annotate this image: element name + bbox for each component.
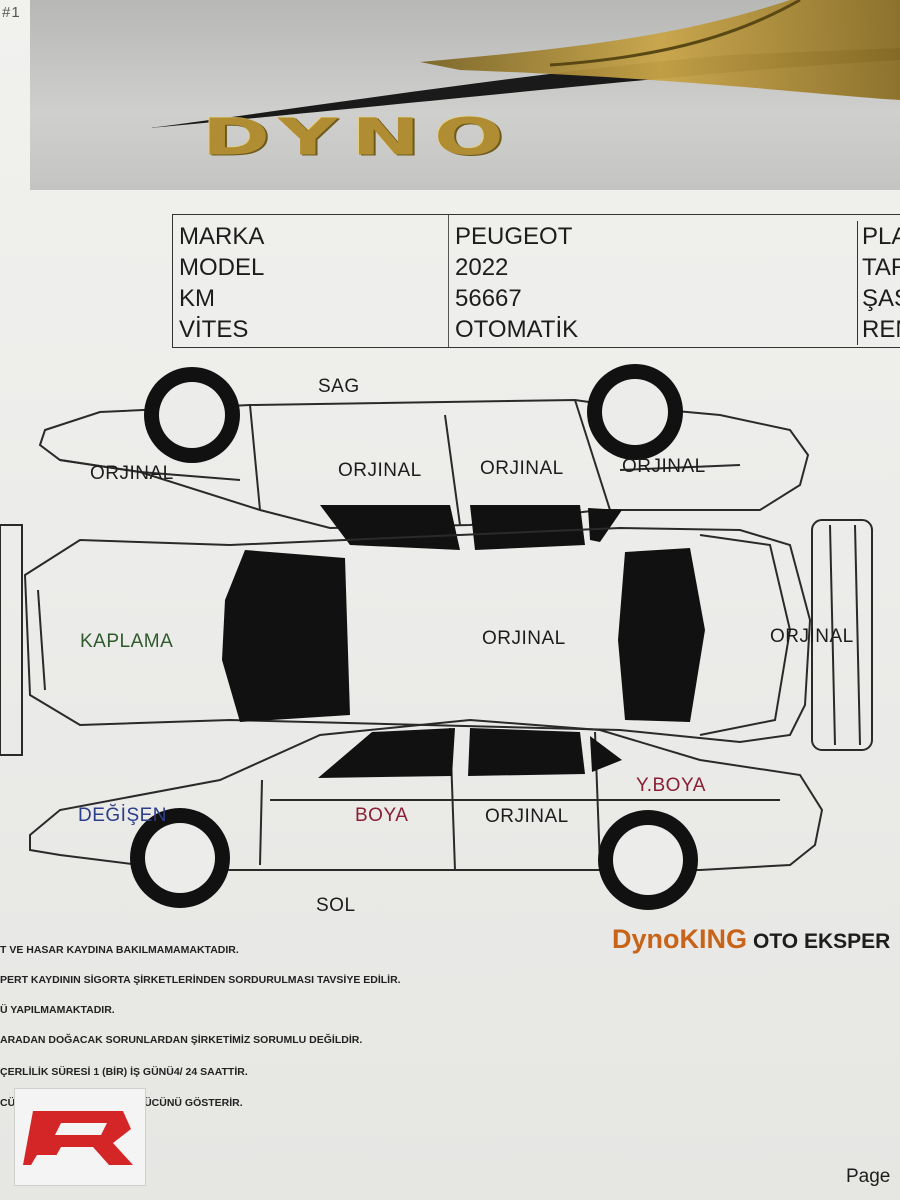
hood-status: KAPLAMA — [80, 631, 174, 652]
car-damage-diagram: SAG ORJINAL ORJINAL ORJINAL ORJINAL KAPL… — [0, 360, 900, 920]
model-value: 2022 — [455, 254, 509, 281]
car-outline-drawing — [0, 364, 873, 910]
top-trunk-outline — [699, 534, 792, 736]
note-line: ARADAN DOĞACAK SORUNLARDAN ŞİRKETİMİZ SO… — [0, 1034, 363, 1046]
renk-label-cropped: REN — [862, 316, 900, 343]
r-logo-icon — [23, 1111, 133, 1165]
sasi-label-cropped: ŞAS — [862, 285, 900, 312]
left-rear-door-status: ORJINAL — [485, 806, 569, 827]
label-column: MARKA MODEL KM VİTES — [179, 221, 264, 345]
km-value: 56667 — [455, 285, 522, 312]
left-side-wheels — [130, 808, 698, 910]
brand-line: DynoKING OTO EKSPER — [612, 924, 890, 955]
right-side-trim-line — [59, 459, 241, 481]
right-quarter-window — [588, 508, 622, 542]
rear-view-line — [829, 524, 836, 746]
dealer-logo-badge — [14, 1088, 146, 1186]
tarih-label-cropped: TAR — [862, 254, 900, 281]
trunk-status: ORJINAL — [770, 626, 854, 647]
note-line: T VE HASAR KAYDINA BAKILMAMAMAKTADIR. — [0, 944, 239, 956]
right-front-rim — [602, 379, 668, 445]
front-view-panel-cropped — [0, 524, 23, 756]
right-side-pillar-line — [574, 399, 611, 511]
brand-name: DynoKING — [612, 924, 747, 954]
vehicle-info-table: MARKA MODEL KM VİTES PEUGEOT 2022 56667 … — [172, 214, 900, 348]
right-rear-rim — [159, 382, 225, 448]
left-rear-rim — [613, 825, 683, 895]
right-rear-door-status: ORJINAL — [480, 458, 564, 479]
side-left-title: SOL — [316, 895, 356, 916]
left-front-rim — [145, 823, 215, 893]
left-front-fender-status: DEĞİŞEN — [78, 805, 168, 826]
rear-view-panel — [811, 519, 873, 751]
km-label: KM — [179, 285, 215, 312]
left-side-line — [259, 779, 263, 866]
marka-value: PEUGEOT — [455, 223, 573, 250]
right-side-line — [249, 404, 261, 511]
rear-view-line-2 — [854, 524, 861, 746]
model-label: MODEL — [179, 254, 265, 281]
vites-label: VİTES — [179, 316, 249, 343]
rear-window — [618, 548, 705, 722]
left-front-door-status: BOYA — [355, 805, 409, 826]
roof-status: ORJINAL — [482, 628, 566, 649]
page-number-label: Page — [846, 1166, 891, 1187]
logo-wordmark: DYNO — [202, 108, 518, 167]
right-front-fender-status: ORJINAL — [90, 463, 174, 484]
right-rear-window — [320, 505, 460, 550]
note-line: ÇERLİLİK SÜRESİ 1 (BİR) İŞ GÜNÜ4/ 24 SAA… — [0, 1066, 248, 1078]
left-side-body-outline — [29, 718, 824, 871]
left-front-window — [318, 728, 455, 778]
brand-suffix: OTO EKSPER — [753, 930, 891, 953]
vites-value: OTOMATİK — [455, 316, 579, 343]
left-quarter-window — [590, 736, 622, 772]
logo-swoosh-icon — [150, 0, 900, 128]
listing-id-tag: #1 — [2, 4, 21, 21]
left-rear-window — [468, 728, 585, 776]
plaka-label-cropped: PLA — [862, 223, 900, 250]
right-rear-fender-status: ORJINAL — [622, 456, 706, 477]
note-line: PERT KAYDININ SİGORTA ŞİRKETLERİNDEN SOR… — [0, 974, 401, 986]
marka-label: MARKA — [179, 223, 265, 250]
right-side-trim-line-2 — [619, 464, 741, 471]
windshield — [222, 550, 350, 722]
right-side-door-line — [444, 414, 461, 526]
note-line: Ü YAPILMAMAKTADIR. — [0, 1004, 115, 1016]
right-label-column: PLA TAR ŞAS REN — [857, 221, 900, 345]
right-side-wheels — [144, 364, 683, 463]
table-divider — [448, 215, 449, 347]
top-front-bumper-line — [37, 589, 46, 691]
value-column: PEUGEOT 2022 56667 OTOMATİK — [455, 221, 578, 345]
right-front-door-status: ORJINAL — [338, 460, 422, 481]
top-body-outline — [23, 526, 812, 744]
right-front-window — [470, 505, 585, 550]
side-right-title: SAG — [318, 376, 360, 397]
logo-banner: DYNO — [30, 0, 900, 190]
left-rear-fender-status: Y.BOYA — [636, 775, 706, 796]
